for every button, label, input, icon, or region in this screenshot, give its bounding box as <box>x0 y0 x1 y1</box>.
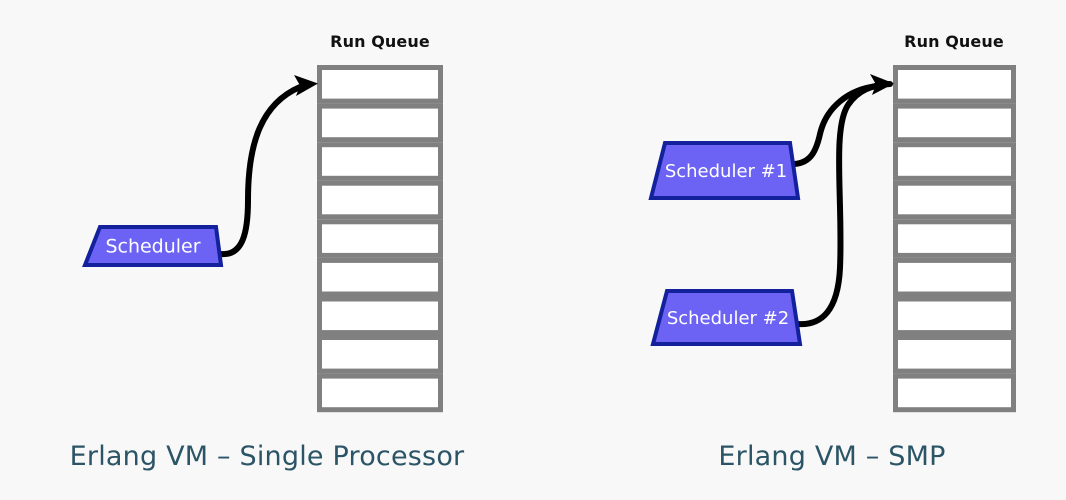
queue-cell[interactable] <box>893 373 1016 413</box>
queue-cell[interactable] <box>893 142 1016 181</box>
scheduler-trapezoid[interactable] <box>82 225 224 267</box>
scheduler-label: Scheduler <box>105 236 200 258</box>
scheduler-label: Scheduler #1 <box>665 161 787 182</box>
queue-title-left: Run Queue <box>330 32 430 51</box>
arrow-scheduler2-to-queue <box>794 81 893 328</box>
queue-cell[interactable] <box>317 180 443 220</box>
arrow-scheduler1-to-queue <box>784 74 894 168</box>
queue-cell[interactable] <box>893 65 1016 104</box>
queue-cell[interactable] <box>317 335 443 374</box>
panel-single-processor: Run Queue Scheduler <box>70 32 465 472</box>
queue-cell[interactable] <box>317 219 443 258</box>
panel-smp: Run Queue <box>648 32 1016 472</box>
queue-cell[interactable] <box>893 180 1016 220</box>
queue-cell[interactable] <box>893 219 1016 258</box>
queue-cell[interactable] <box>317 296 443 336</box>
queue-cell[interactable] <box>317 373 443 413</box>
arrow-head-icon <box>294 75 318 96</box>
queue-cell[interactable] <box>317 142 443 181</box>
arrow-scheduler-to-queue-left <box>218 75 318 258</box>
scheduler-node-left[interactable]: Scheduler <box>82 225 224 267</box>
queue-cell[interactable] <box>317 65 443 104</box>
caption-smp: Erlang VM – SMP <box>718 441 945 472</box>
scheduler-node-1[interactable]: Scheduler #1 <box>648 141 801 200</box>
scheduler-trapezoid[interactable] <box>648 141 801 200</box>
arrow-head-icon <box>870 74 894 95</box>
queue-cell[interactable] <box>893 257 1016 297</box>
scheduler-node-2[interactable]: Scheduler #2 <box>650 289 803 346</box>
scheduler-trapezoid[interactable] <box>650 289 803 346</box>
run-queue-right <box>893 65 1016 413</box>
queue-cell[interactable] <box>317 257 443 297</box>
queue-cell[interactable] <box>893 103 1016 143</box>
caption-single-processor: Erlang VM – Single Processor <box>70 441 465 472</box>
queue-cell[interactable] <box>893 335 1016 374</box>
queue-cell[interactable] <box>317 103 443 143</box>
scheduler-label: Scheduler #2 <box>667 308 789 329</box>
run-queue-left <box>317 65 443 413</box>
queue-title-right: Run Queue <box>904 32 1004 51</box>
queue-cell[interactable] <box>893 296 1016 336</box>
